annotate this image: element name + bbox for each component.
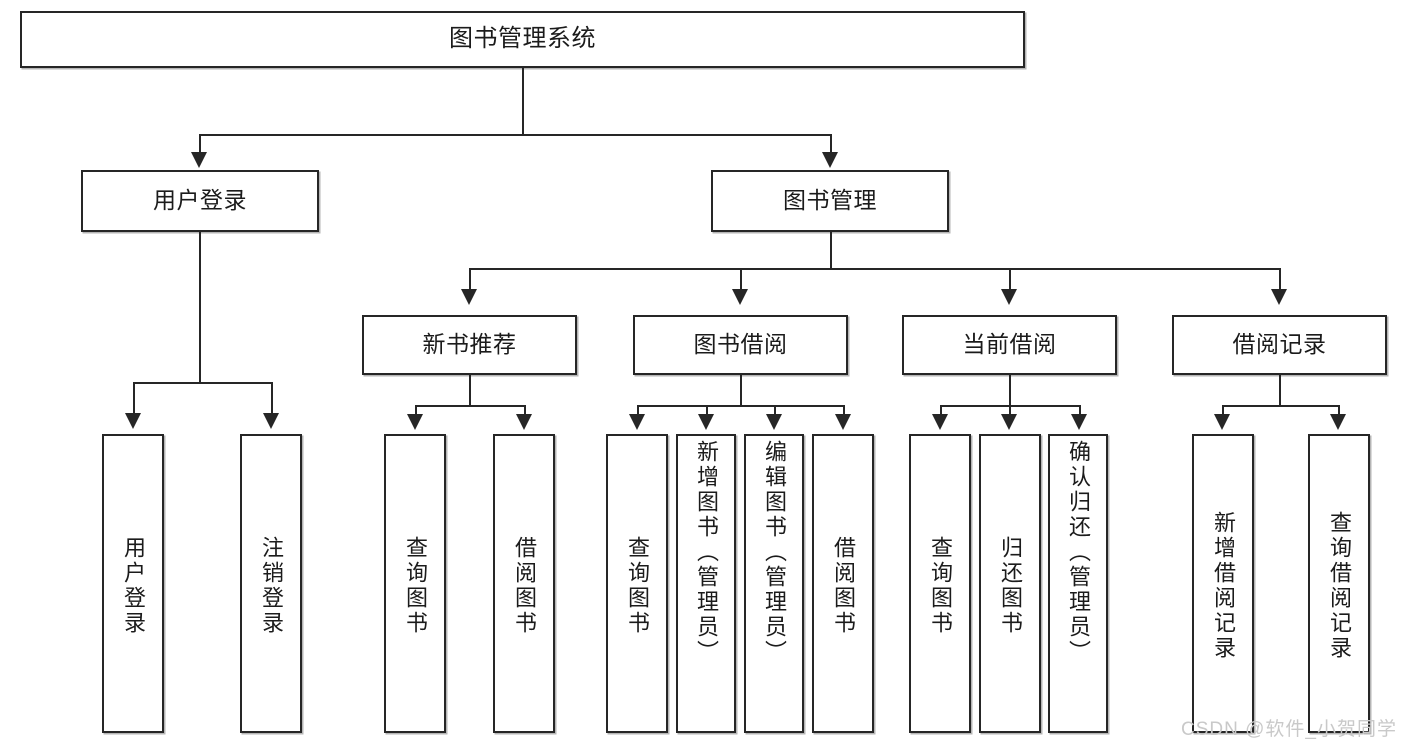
arrowhead-current-leaf-2	[1001, 414, 1017, 430]
arrowhead-current-leaf-1	[932, 414, 948, 430]
connector-root-to-books	[830, 134, 832, 156]
connector-login-drop-1	[133, 382, 135, 416]
leaf-add-book-admin[interactable]: 新增图书（管理员）	[676, 434, 736, 733]
leaf-borrow-books-recommend[interactable]: 借阅图书	[493, 434, 555, 733]
watermark: CSDN @软件_小贺同学	[1181, 719, 1397, 740]
connector-borrow-drop-4	[843, 405, 845, 417]
node-label: 图书借阅	[693, 331, 788, 358]
leaf-edit-book-admin[interactable]: 编辑图书（管理员）	[744, 434, 804, 733]
connector-borrow-drop-1	[637, 405, 639, 417]
connector-recommend-bus	[415, 405, 525, 407]
leaf-logout[interactable]: 注销登录	[240, 434, 302, 733]
arrowhead-borrow-leaf-4	[835, 414, 851, 430]
node-label: 用户登录	[121, 535, 146, 636]
node-label: 图书管理	[783, 187, 877, 214]
leaf-user-login[interactable]: 用户登录	[102, 434, 164, 733]
connector-books-stem	[830, 232, 832, 268]
connector-current-drop-2	[1009, 405, 1011, 417]
leaf-query-books-borrow[interactable]: 查询图书	[606, 434, 668, 733]
node-user-login[interactable]: 用户登录	[81, 170, 319, 232]
node-label: 查询图书	[928, 535, 953, 636]
arrowhead-books-child-1	[461, 289, 477, 305]
leaf-add-borrow-record[interactable]: 新增借阅记录	[1192, 434, 1254, 733]
arrowhead-login-leaf-1	[125, 413, 141, 429]
node-label: 新增借阅记录	[1211, 510, 1236, 661]
node-borrow-records[interactable]: 借阅记录	[1172, 315, 1387, 375]
arrowhead-borrow-leaf-1	[629, 414, 645, 430]
node-label: 用户登录	[153, 187, 247, 214]
connector-current-drop-1	[940, 405, 942, 417]
connector-recommend-drop-2	[524, 405, 526, 417]
connector-recommend-stem	[469, 375, 471, 405]
connector-books-drop-3	[1009, 268, 1011, 292]
connector-books-drop-4	[1279, 268, 1281, 292]
connector-root-stem	[522, 68, 524, 134]
connector-borrow-bus	[637, 405, 845, 407]
node-book-management[interactable]: 图书管理	[711, 170, 949, 232]
node-label: 借阅记录	[1232, 331, 1327, 358]
node-book-borrow[interactable]: 图书借阅	[633, 315, 848, 375]
connector-records-drop-1	[1222, 405, 1224, 417]
node-label: 确认归还（管理员）	[1066, 440, 1091, 665]
node-label: 新增图书（管理员）	[694, 440, 719, 665]
connector-root-to-login	[199, 134, 201, 156]
connector-books-drop-2	[740, 268, 742, 292]
connector-current-drop-3	[1079, 405, 1081, 417]
node-label: 借阅图书	[512, 535, 537, 636]
node-label: 注销登录	[259, 535, 284, 636]
arrowhead-root-to-books	[822, 152, 838, 168]
node-label: 归还图书	[998, 535, 1023, 636]
node-current-borrow[interactable]: 当前借阅	[902, 315, 1117, 375]
node-label: 查询图书	[625, 535, 650, 636]
node-label: 图书管理系统	[449, 25, 596, 53]
arrowhead-records-leaf-2	[1330, 414, 1346, 430]
connector-borrow-drop-2	[706, 405, 708, 417]
arrowhead-borrow-leaf-2	[698, 414, 714, 430]
connector-login-drop-2	[271, 382, 273, 416]
connector-records-stem	[1279, 375, 1281, 405]
connector-borrow-drop-3	[774, 405, 776, 417]
node-label: 当前借阅	[962, 331, 1057, 358]
connector-current-stem	[1009, 375, 1011, 405]
connector-recommend-drop-1	[415, 405, 417, 417]
leaf-query-borrow-record[interactable]: 查询借阅记录	[1308, 434, 1370, 733]
node-label: 新书推荐	[422, 331, 517, 358]
connector-borrow-stem	[740, 375, 742, 405]
arrowhead-recommend-leaf-1	[407, 414, 423, 430]
arrowhead-recommend-leaf-2	[516, 414, 532, 430]
arrowhead-current-leaf-3	[1071, 414, 1087, 430]
leaf-confirm-return-admin[interactable]: 确认归还（管理员）	[1048, 434, 1108, 733]
connector-books-bus	[469, 268, 1280, 270]
leaf-query-books-current[interactable]: 查询图书	[909, 434, 971, 733]
arrowhead-root-to-login	[191, 152, 207, 168]
arrowhead-login-leaf-2	[263, 413, 279, 429]
arrowhead-books-child-2	[732, 289, 748, 305]
connector-records-drop-2	[1338, 405, 1340, 417]
leaf-query-books-recommend[interactable]: 查询图书	[384, 434, 446, 733]
node-label: 查询图书	[403, 535, 428, 636]
connector-login-bus	[133, 382, 272, 384]
leaf-borrow-books[interactable]: 借阅图书	[812, 434, 874, 733]
connector-books-drop-1	[469, 268, 471, 292]
node-new-book-recommend[interactable]: 新书推荐	[362, 315, 577, 375]
node-label: 借阅图书	[831, 535, 856, 636]
arrowhead-borrow-leaf-3	[766, 414, 782, 430]
arrowhead-records-leaf-1	[1214, 414, 1230, 430]
arrowhead-books-child-3	[1001, 289, 1017, 305]
connector-records-bus	[1222, 405, 1339, 407]
node-label: 编辑图书（管理员）	[762, 440, 787, 665]
arrowhead-books-child-4	[1271, 289, 1287, 305]
leaf-return-books[interactable]: 归还图书	[979, 434, 1041, 733]
connector-login-stem	[199, 232, 201, 382]
node-label: 查询借阅记录	[1327, 510, 1352, 661]
node-root[interactable]: 图书管理系统	[20, 11, 1025, 68]
connector-root-bus	[199, 134, 832, 136]
